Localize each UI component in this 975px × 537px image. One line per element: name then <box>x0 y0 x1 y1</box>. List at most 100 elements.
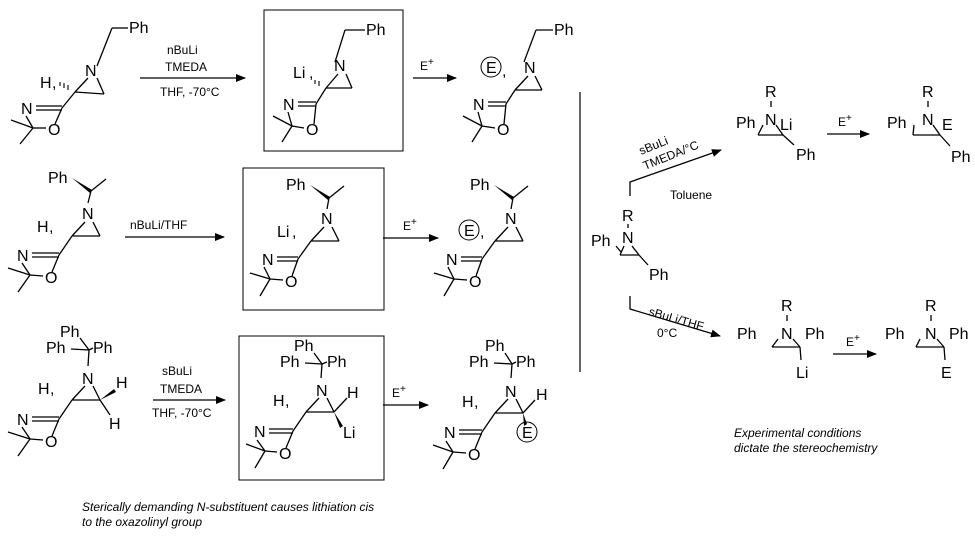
svg-text:O: O <box>468 447 480 464</box>
reagent-nbuli-thf: nBuLi/THF <box>130 218 187 232</box>
svg-text:Ph: Ph <box>736 115 756 132</box>
electrophile-circle-2 <box>458 219 480 241</box>
svg-text:N: N <box>321 211 333 228</box>
right-lower-product: Ph R N Ph E <box>885 298 969 382</box>
svg-text:N: N <box>622 230 634 247</box>
svg-text:Ph: Ph <box>286 177 306 194</box>
boxed-lithiated-intermediate-3 <box>238 335 385 481</box>
hydrogen-label: H <box>40 75 52 92</box>
reagent-zero-celsius: 0°C <box>657 326 677 340</box>
reagent-conditions: THF, -70°C <box>160 85 220 99</box>
reagent-sbuli: sBuLi <box>162 364 192 378</box>
row2-lithiated-intermediate: Ph N Li , N O <box>249 177 345 297</box>
reagent-nbuli: nBuLi <box>167 43 198 57</box>
svg-text:H: H <box>462 394 474 411</box>
svg-text:Ph: Ph <box>366 22 386 39</box>
row1-starting-aziridine: Ph N H , N O <box>10 20 149 145</box>
svg-text:Ph: Ph <box>796 147 816 164</box>
nitrogen-label: N <box>85 63 97 80</box>
svg-text:Ph: Ph <box>737 326 757 343</box>
svg-text:,: , <box>309 65 313 82</box>
svg-text:N: N <box>925 326 937 343</box>
caption-right-line2: dictate the stereochemistry <box>734 441 878 455</box>
svg-text:Ph: Ph <box>48 170 68 187</box>
svg-text:Li: Li <box>277 224 289 241</box>
svg-text:,: , <box>502 63 506 80</box>
svg-text:Ph: Ph <box>327 354 347 371</box>
svg-text:,: , <box>285 393 289 410</box>
svg-text:N: N <box>17 412 29 429</box>
svg-text:Ph: Ph <box>951 149 971 166</box>
svg-text:N: N <box>334 58 346 75</box>
row1-product: Ph N E , N O <box>462 22 574 143</box>
svg-text:Ph: Ph <box>93 340 113 357</box>
svg-text:E: E <box>522 425 533 442</box>
svg-text:N: N <box>505 384 517 401</box>
caption-right-line1: Experimental conditions <box>734 426 861 440</box>
svg-text:R: R <box>925 298 937 315</box>
svg-text:E: E <box>942 117 953 134</box>
reagent-tmeda-2: TMEDA <box>160 382 202 396</box>
svg-text:,: , <box>292 224 296 241</box>
svg-text:N: N <box>316 383 328 400</box>
svg-text:N: N <box>262 252 274 269</box>
svg-text:Ph: Ph <box>485 338 505 355</box>
svg-text:N: N <box>505 211 517 228</box>
svg-text:Ph: Ph <box>591 233 611 250</box>
row3-lithiated-intermediate: Ph Ph Ph N H , H Li N O <box>245 338 359 469</box>
row3-product: Ph Ph Ph N H , H E N O <box>432 338 548 470</box>
svg-text:O: O <box>469 274 481 291</box>
right-upper-product: Ph R N E Ph <box>887 84 971 166</box>
boxed-lithiated-intermediate-1 <box>263 9 404 152</box>
svg-text:,: , <box>49 219 53 236</box>
svg-text:Ph: Ph <box>649 267 669 284</box>
svg-text:N: N <box>444 425 456 442</box>
svg-text:N: N <box>283 97 295 114</box>
svg-text:,: , <box>52 75 56 92</box>
phenyl-label: Ph <box>129 20 149 37</box>
svg-text:,: , <box>474 394 478 411</box>
svg-text:O: O <box>497 122 509 139</box>
svg-text:O: O <box>45 434 57 451</box>
boxed-lithiated-intermediate-2 <box>242 167 385 311</box>
svg-text:Ph: Ph <box>885 326 905 343</box>
right-lower-lithiated-aziridine: Ph R N Ph Li <box>737 298 825 382</box>
svg-text:Ph: Ph <box>805 326 825 343</box>
caption-left-line1: Sterically demanding N-substituent cause… <box>82 500 374 514</box>
svg-text:N: N <box>82 206 94 223</box>
svg-text:Li: Li <box>293 65 305 82</box>
svg-text:N: N <box>17 248 29 265</box>
oxazoline-nitrogen-label: N <box>21 101 33 118</box>
svg-text:N: N <box>82 371 94 388</box>
svg-text:Li: Li <box>780 117 792 134</box>
svg-text:O: O <box>285 274 297 291</box>
svg-text:R: R <box>765 84 777 101</box>
caption-left-line2: to the oxazolinyl group <box>82 515 202 529</box>
row3-starting-aziridine: Ph Ph Ph N H , H H N O <box>7 324 128 457</box>
svg-text:O: O <box>306 122 318 139</box>
svg-text:H: H <box>273 393 285 410</box>
svg-text:Ph: Ph <box>280 354 300 371</box>
svg-text:E: E <box>486 60 497 77</box>
svg-text:O: O <box>279 446 291 463</box>
svg-text:E: E <box>464 223 475 240</box>
svg-text:H: H <box>347 385 359 402</box>
svg-text:Ph: Ph <box>60 324 80 341</box>
svg-text:N: N <box>922 112 934 129</box>
electrophile-label-upper: E+ <box>838 113 852 129</box>
svg-text:O: O <box>45 270 57 287</box>
svg-text:H: H <box>109 416 121 433</box>
svg-text:N: N <box>254 424 266 441</box>
oxazoline-oxygen-label: O <box>48 122 60 139</box>
svg-text:,: , <box>480 224 484 241</box>
row1-lithiated-intermediate: Ph N Li , N O <box>272 22 386 143</box>
reagent-conditions-3: THF, -70°C <box>152 406 212 420</box>
svg-text:Ph: Ph <box>46 340 66 357</box>
row2-product: Ph N E , N O <box>433 177 529 297</box>
svg-text:N: N <box>524 60 536 77</box>
svg-text:Ph: Ph <box>554 22 574 39</box>
electrophile-label-2: E+ <box>403 217 417 233</box>
svg-text:Ph: Ph <box>469 354 489 371</box>
svg-text:R: R <box>781 298 793 315</box>
right-upper-lithiated-aziridine: Ph R N Li Ph <box>736 84 816 164</box>
